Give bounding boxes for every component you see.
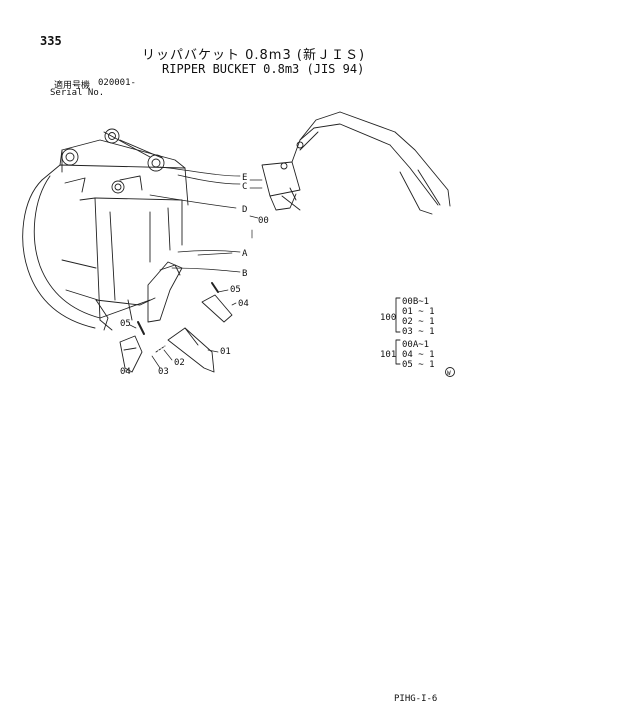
group-100-item-2: 01 ~ 1: [402, 307, 435, 317]
group-100-number: 100: [380, 313, 396, 323]
group-101-bracket: [395, 339, 401, 365]
callout-02: 02: [174, 358, 185, 368]
callout-04-lower: 04: [120, 367, 131, 377]
group-101-item-3: 05 ~ 1: [402, 360, 435, 370]
tooth-01: [167, 294, 233, 373]
callout-05-lower: 05: [120, 319, 131, 329]
callout-01: 01: [220, 347, 231, 357]
serial-label-japanese: 適用号機: [54, 81, 91, 91]
tooth-04: [119, 335, 143, 373]
page-number: 335: [40, 34, 62, 48]
title-english: RIPPER BUCKET 0.8m3 (JIS 94): [162, 62, 365, 76]
callout-00: 00: [258, 216, 269, 226]
excavator-arm-illustration: [261, 111, 451, 215]
footer-code: PIHG-I-6: [394, 694, 438, 704]
group-100-bracket: [395, 297, 401, 333]
callout-e: E: [242, 173, 247, 183]
mark-symbol: W: [447, 370, 451, 377]
serial-value: 020001-: [98, 78, 136, 88]
group-100-item-1: 00B~1: [402, 297, 429, 307]
callout-04-upper: 04: [238, 299, 249, 309]
group-101-item-1: 00A~1: [402, 340, 429, 350]
group-101-number: 101: [380, 350, 396, 360]
group-100-item-3: 02 ~ 1: [402, 317, 435, 327]
group-101-item-2: 04 ~ 1: [402, 350, 435, 360]
serial-label-english: Serial No.: [50, 88, 105, 98]
callout-03: 03: [158, 367, 169, 377]
mark-circle: [445, 367, 455, 377]
callout-d: D: [242, 205, 247, 215]
callout-c: C: [242, 182, 247, 192]
group-100-item-4: 03 ~ 1: [402, 327, 435, 337]
title-japanese: リッパバケット 0.8m3 (新ＪＩＳ): [142, 48, 366, 63]
callout-05-upper: 05: [230, 285, 241, 295]
callout-b: B: [242, 269, 247, 279]
bucket-illustration: [22, 128, 189, 331]
leader-lines: [125, 166, 263, 373]
callout-a: A: [242, 249, 248, 259]
